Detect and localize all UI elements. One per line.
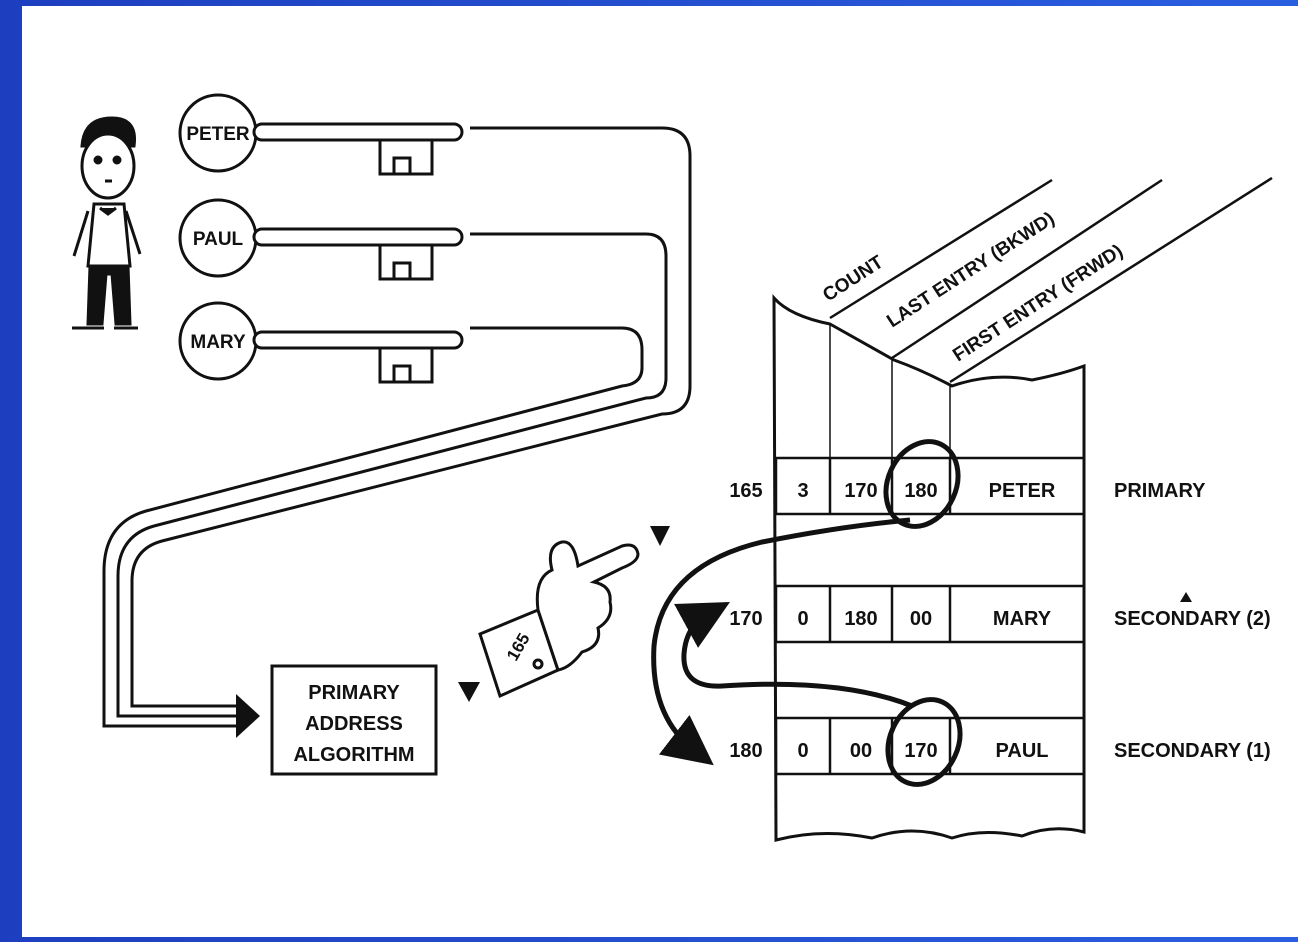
- row-180-type: SECONDARY (1): [1114, 740, 1271, 762]
- row-180-count: 0: [797, 740, 808, 762]
- person-figure: [72, 118, 140, 328]
- row-165-last: 170: [844, 480, 877, 502]
- algorithm-arrow-head: [236, 694, 260, 738]
- row-180-first: 170: [904, 740, 937, 762]
- row-170-count: 0: [797, 608, 808, 630]
- algorithm-line-2: ADDRESS: [305, 713, 403, 735]
- key-label-paul: PAUL: [193, 229, 244, 250]
- row-180-last: 00: [850, 740, 872, 762]
- row-165-count: 3: [797, 480, 808, 502]
- row-170-first: 00: [910, 608, 932, 630]
- header-count: COUNT: [819, 252, 887, 307]
- output-triangle-2: [650, 526, 670, 546]
- row-180-name: PAUL: [996, 740, 1049, 762]
- diagram-canvas: PETER PAUL MARY PRIMARY ADDRESS ALGORITH…: [22, 6, 1298, 937]
- algorithm-line-3: ALGORITHM: [293, 744, 414, 766]
- row-165-first: 180: [904, 480, 937, 502]
- row-165-type: PRIMARY: [1114, 480, 1206, 502]
- row-180-address: 180: [729, 740, 762, 762]
- small-up-arrow: [1180, 592, 1192, 602]
- row-165-address: 165: [729, 480, 762, 502]
- row-170-last: 180: [844, 608, 877, 630]
- header-lines: [830, 178, 1272, 382]
- pointing-hand: [480, 542, 638, 696]
- algorithm-line-1: PRIMARY: [308, 682, 400, 704]
- row-170-address: 170: [729, 608, 762, 630]
- row-165-name: PETER: [989, 480, 1056, 502]
- key-label-peter: PETER: [186, 124, 250, 145]
- row-170-type: SECONDARY (2): [1114, 608, 1271, 630]
- key-label-mary: MARY: [190, 332, 246, 353]
- output-triangle-1: [458, 682, 480, 702]
- diagram-frame: PETER PAUL MARY PRIMARY ADDRESS ALGORITH…: [22, 6, 1298, 937]
- row-170-name: MARY: [993, 608, 1052, 630]
